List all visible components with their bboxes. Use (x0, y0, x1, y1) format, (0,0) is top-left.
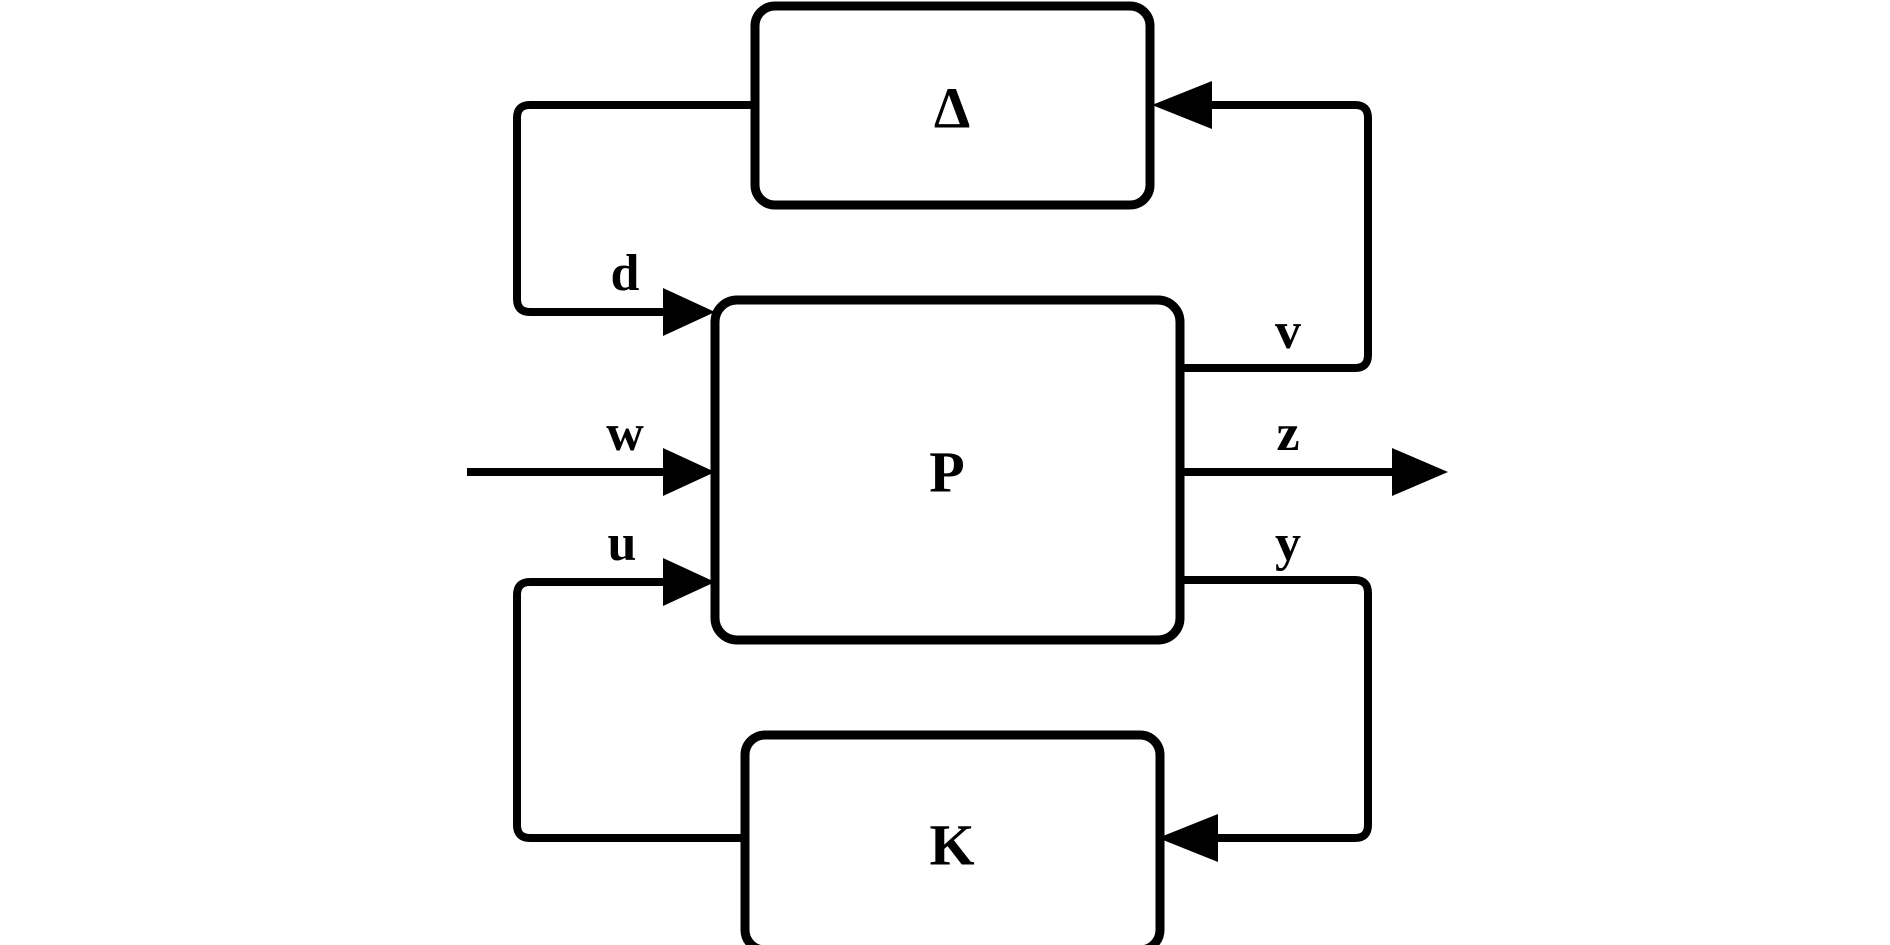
arrowhead-y (1158, 814, 1218, 862)
arrowhead-u (663, 558, 715, 606)
arrowhead-z (1392, 448, 1448, 496)
signal-label-v: v (1275, 303, 1301, 360)
plant-block[interactable]: P (710, 295, 1185, 645)
uncertainty-block[interactable]: Δ (750, 1, 1155, 210)
arrowhead-w (663, 448, 715, 496)
uncertainty-block-label: Δ (934, 76, 970, 141)
signal-label-d: d (611, 245, 640, 302)
signal-label-w: w (606, 405, 644, 462)
signal-label-u: u (608, 515, 637, 572)
wire-v-path (1180, 101, 1372, 372)
plant-block-rect[interactable] (710, 295, 1185, 645)
wire-u-path (513, 578, 745, 842)
wire-y-path (1180, 576, 1372, 842)
arrowhead-v (1152, 81, 1212, 129)
signal-label-y: y (1275, 515, 1301, 572)
uncertainty-block-rect[interactable] (750, 1, 1155, 210)
arrowhead-d (663, 288, 715, 336)
plant-block-label: P (929, 440, 964, 505)
signal-label-z: z (1276, 405, 1299, 462)
controller-block-rect[interactable] (740, 730, 1165, 945)
wire-d-path (513, 101, 755, 316)
controller-block[interactable]: K (740, 730, 1165, 945)
controller-block-label: K (929, 813, 974, 878)
